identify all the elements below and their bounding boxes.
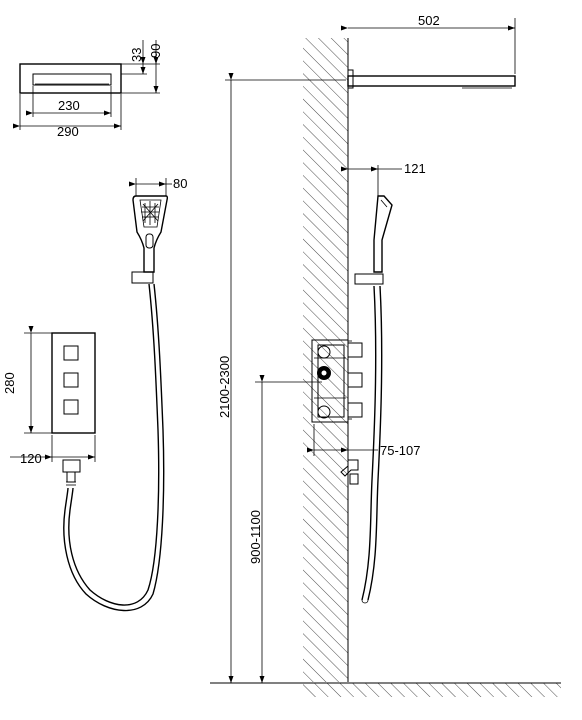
dim-label-head-inner: 230 xyxy=(58,98,80,113)
dim-valve-width: 120 xyxy=(10,435,96,466)
dim-label-hand-width: 80 xyxy=(173,176,187,191)
wall xyxy=(303,38,349,682)
wall-outlet-side xyxy=(340,459,359,485)
rain-head-top-view xyxy=(19,63,122,94)
dim-rain-width: 502 xyxy=(341,13,516,74)
dim-label-box-depth: 75-107 xyxy=(380,443,420,458)
dim-label-rain-width: 502 xyxy=(418,13,440,28)
dim-label-head-depth: 90 xyxy=(148,44,163,58)
dim-box-depth: 75-107 xyxy=(307,424,420,458)
dim-label-hand-offset: 121 xyxy=(404,161,426,176)
wall-outlet-front xyxy=(62,459,81,486)
floor xyxy=(210,682,561,697)
valve-front xyxy=(51,332,96,434)
dim-label-valve-mount: 900-1100 xyxy=(248,510,263,564)
hand-shower-side xyxy=(354,195,393,604)
dim-head-side: 33 90 xyxy=(121,40,163,94)
valve-box-side xyxy=(311,339,363,423)
dim-hand-offset: 121 xyxy=(341,161,426,196)
hand-shower-front xyxy=(63,195,169,612)
dim-label-valve-height: 280 xyxy=(2,372,17,394)
dim-label-valve-width: 120 xyxy=(20,451,42,466)
rain-shower-head-side xyxy=(347,69,516,89)
dim-label-head-height: 33 xyxy=(129,48,144,62)
dim-head-top: 230 290 xyxy=(13,86,122,139)
dim-label-head-mount: 2100-2300 xyxy=(217,356,232,418)
spray-nozzles xyxy=(141,201,159,225)
dim-valve-height: 280 xyxy=(2,326,52,434)
dim-head-mount: 2100-2300 xyxy=(217,73,346,683)
dim-hand-width: 80 xyxy=(129,176,187,196)
dim-valve-mount: 900-1100 xyxy=(248,375,322,683)
dim-label-head-outer: 290 xyxy=(57,124,79,139)
